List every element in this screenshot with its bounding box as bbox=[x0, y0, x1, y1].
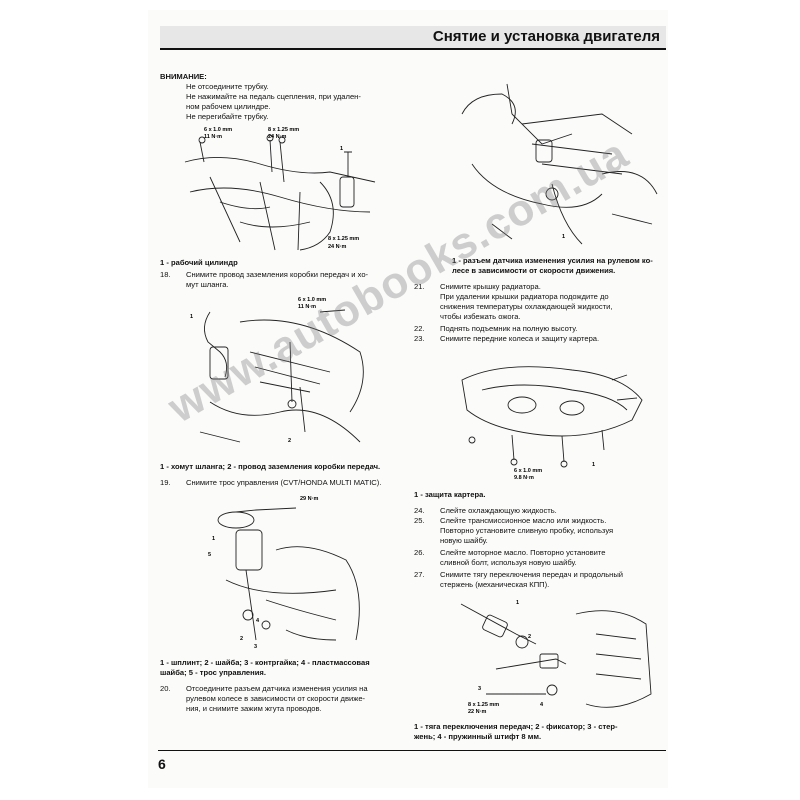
fig3-label: 4 bbox=[256, 618, 260, 624]
step-text: Снимите провод заземления коробки переда… bbox=[186, 270, 369, 279]
step-text: Отсоедините разъем датчика изменения уси… bbox=[186, 684, 368, 693]
warning-line: Не отсоедините трубку. bbox=[186, 82, 269, 91]
step-text: Слейте трансмиссионное масло или жидкост… bbox=[440, 516, 607, 525]
fig3-label: 3 bbox=[254, 644, 257, 650]
manual-page bbox=[148, 10, 668, 788]
fig1-label: 24 N·m bbox=[328, 244, 346, 250]
fig3-label: 29 N·m bbox=[300, 496, 318, 502]
step-text: Снимите тягу переключения передач и прод… bbox=[440, 570, 624, 579]
fig2-label: 11 N·m bbox=[298, 304, 316, 310]
step-number: 21. bbox=[414, 282, 425, 291]
shift-rod-drawing: 1 2 3 4 8 x 1.25 mm 22 N·m bbox=[460, 600, 652, 715]
fig6-label: 1 bbox=[516, 600, 519, 606]
step-text: чтобы избежать ожога. bbox=[440, 312, 521, 321]
fig5-label: 1 bbox=[592, 462, 595, 468]
fig6-label: 8 x 1.25 mm bbox=[468, 702, 499, 708]
step-text: рулевом колесе в зависимости от скорости… bbox=[186, 694, 366, 703]
fig3-label: 2 bbox=[240, 636, 243, 642]
fig5-label: 9.8 N·m bbox=[514, 475, 534, 481]
fig2-label: 2 bbox=[288, 438, 291, 444]
ground-wire-drawing: 6 x 1.0 mm 11 N·m 1 2 bbox=[190, 297, 364, 444]
fig6-label: 3 bbox=[478, 686, 481, 692]
step-number: 22. bbox=[414, 324, 425, 333]
fig3-caption: шайба; 5 - трос управления. bbox=[160, 668, 266, 677]
step-number: 19. bbox=[160, 478, 171, 487]
step-number: 18. bbox=[160, 270, 171, 279]
step-number: 24. bbox=[414, 506, 425, 515]
step-text: стержень (механическая КПП). bbox=[440, 580, 550, 589]
step-text: Повторно установите сливную пробку, испо… bbox=[440, 526, 614, 535]
fig1-label: 8 x 1.25 mm bbox=[328, 236, 359, 242]
warning-line: Не нажимайте на педаль сцепления, при уд… bbox=[186, 92, 361, 101]
step-text: Снимите трос управления (CVT/HONDA MULTI… bbox=[186, 478, 382, 487]
figure-clutch-cylinder: 6 x 1.0 mm 11 N·m 8 x 1.25 mm 24 N·m 1 8… bbox=[180, 122, 380, 254]
splash-shield-drawing: 6 x 1.0 mm 9.8 N·m 1 bbox=[461, 366, 643, 481]
figure-control-cable: 29 N·m 5 1 4 2 3 bbox=[196, 490, 376, 650]
fig6-caption: жень; 4 - пружинный штифт 8 мм. bbox=[414, 732, 542, 741]
warning-line: ном рабочем цилиндре. bbox=[186, 102, 271, 111]
fig4-label: 1 bbox=[562, 234, 565, 240]
fig1-label: 24 N·m bbox=[268, 134, 286, 140]
step-text: снижения температуры охлаждающей жидкост… bbox=[440, 302, 613, 311]
clutch-cylinder-drawing: 6 x 1.0 mm 11 N·m 8 x 1.25 mm 24 N·m 1 8… bbox=[184, 127, 376, 251]
footer-divider bbox=[158, 750, 666, 751]
fig1-label: 6 x 1.0 mm bbox=[204, 127, 232, 133]
figure-ground-wire: 6 x 1.0 mm 11 N·m 1 2 bbox=[180, 292, 380, 452]
figure-shift-rod: 1 2 3 4 8 x 1.25 mm 22 N·m bbox=[456, 594, 656, 720]
fig5-label: 6 x 1.0 mm bbox=[514, 468, 542, 474]
fig1-label: 11 N·m bbox=[204, 134, 222, 140]
step-text: Снимите крышку радиатора. bbox=[440, 282, 541, 291]
control-cable-drawing: 29 N·m 5 1 4 2 3 bbox=[208, 496, 360, 650]
fig6-caption: 1 - тяга переключения передач; 2 - фикса… bbox=[414, 722, 618, 731]
step-text: Снимите передние колеса и защиту картера… bbox=[440, 334, 600, 343]
figure-splash-shield: 6 x 1.0 mm 9.8 N·m 1 bbox=[452, 350, 652, 482]
fig3-label: 5 bbox=[208, 552, 211, 558]
fig6-label: 2 bbox=[528, 634, 531, 640]
step-text: При удалении крышки радиатора подождите … bbox=[440, 292, 609, 301]
fig1-label: 1 bbox=[340, 146, 343, 152]
warning-line: Не перегибайте трубку. bbox=[186, 112, 269, 121]
section-title: Снятие и установка двигателя bbox=[432, 28, 660, 45]
warning-title: ВНИМАНИЕ: bbox=[160, 72, 207, 81]
page-number: 6 bbox=[158, 756, 166, 772]
step-text: новую шайбу. bbox=[440, 536, 488, 545]
step-text: Слейте охлаждающую жидкость. bbox=[440, 506, 557, 515]
fig3-label: 1 bbox=[212, 536, 215, 542]
step-number: 26. bbox=[414, 548, 425, 557]
fig6-label: 22 N·m bbox=[468, 709, 486, 715]
fig5-caption: 1 - защита картера. bbox=[414, 490, 486, 499]
steering-sensor-drawing: 1 bbox=[461, 83, 658, 245]
fig4-caption: лесе в зависимости от скорости движения. bbox=[452, 266, 616, 275]
step-number: 23. bbox=[414, 334, 425, 343]
fig2-caption: 1 - хомут шланга; 2 - провод заземления … bbox=[160, 462, 381, 471]
fig4-caption: 1 - разъем датчика изменения усилия на р… bbox=[452, 256, 653, 265]
step-text: Поднять подъемник на полную высоту. bbox=[440, 324, 578, 333]
fig1-label: 8 x 1.25 mm bbox=[268, 127, 299, 133]
section-header: Снятие и установка двигателя bbox=[160, 26, 666, 50]
step-number: 20. bbox=[160, 684, 171, 693]
fig3-caption: 1 - шплинт; 2 - шайба; 3 - контргайка; 4… bbox=[160, 658, 370, 667]
fig1-caption: 1 - рабочий цилиндр bbox=[160, 258, 238, 267]
step-number: 25. bbox=[414, 516, 425, 525]
figure-steering-sensor: 1 bbox=[452, 74, 662, 252]
fig2-label: 6 x 1.0 mm bbox=[298, 297, 326, 303]
step-text: Слейте моторное масло. Повторно установи… bbox=[440, 548, 606, 557]
step-number: 27. bbox=[414, 570, 425, 579]
step-text: ния, и снимите зажим жгута проводов. bbox=[186, 704, 322, 713]
fig2-label: 1 bbox=[190, 314, 193, 320]
step-text: сливной болт, используя новую шайбу. bbox=[440, 558, 577, 567]
step-text: мут шланга. bbox=[186, 280, 229, 289]
fig6-label: 4 bbox=[540, 702, 544, 708]
